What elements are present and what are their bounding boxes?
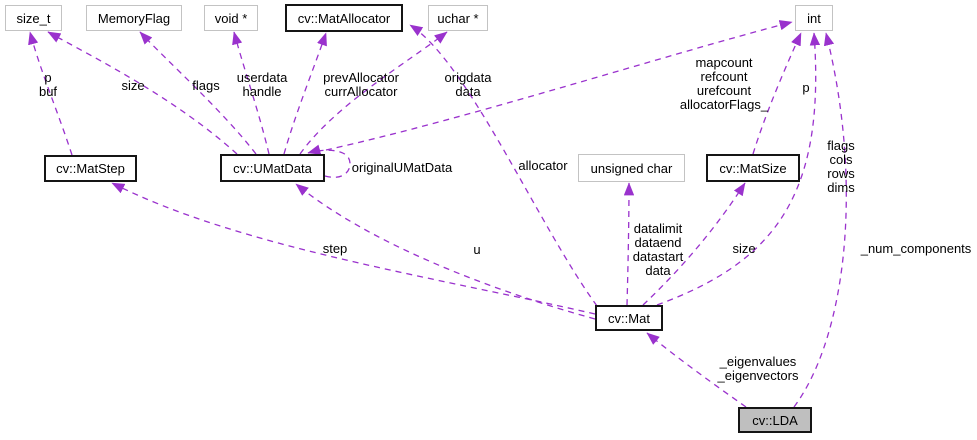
edge-label-u: u bbox=[473, 242, 481, 257]
edge-mat-to-umatdata bbox=[295, 183, 596, 320]
edge-lda-to-int bbox=[793, 32, 847, 408]
edge-mat-to-matstep bbox=[111, 182, 596, 315]
edge-umatdata-to-memoryflag bbox=[139, 31, 257, 155]
edge-label-origdata-data: origdata data bbox=[444, 70, 492, 99]
node-cv-umatdata[interactable]: cv::UMatData bbox=[220, 154, 325, 182]
node-uchar-ptr: uchar * bbox=[428, 5, 488, 31]
edge-label-size: size bbox=[121, 78, 145, 93]
edge-umatdata-to-int bbox=[325, 20, 793, 151]
edge-label-p: p bbox=[802, 80, 810, 95]
edge-mat-to-int bbox=[656, 32, 821, 306]
edge-label-step: step bbox=[322, 241, 348, 256]
node-cv-matsize[interactable]: cv::MatSize bbox=[706, 154, 800, 182]
edge-label-p-buf: p buf bbox=[38, 70, 58, 99]
node-cv-matstep[interactable]: cv::MatStep bbox=[44, 155, 137, 182]
node-cv-matallocator[interactable]: cv::MatAllocator bbox=[285, 4, 403, 32]
edge-umatdata-to-void-ptr bbox=[232, 31, 270, 155]
edge-umatdata-to-matallocator bbox=[283, 32, 327, 155]
edge-label-allocator: allocator bbox=[518, 158, 568, 173]
node-size-t: size_t bbox=[5, 5, 62, 31]
edge-label-original-umatdata: originalUMatData bbox=[351, 160, 453, 175]
edge-lda-to-mat bbox=[646, 332, 747, 408]
edge-umatdata-to-size-t bbox=[47, 31, 238, 155]
edge-label-eigenvalues-eigenvectors: _eigenvalues _eigenvectors bbox=[717, 354, 799, 383]
edge-label-num-components: _num_components bbox=[860, 241, 972, 256]
node-unsigned-char: unsigned char bbox=[578, 154, 685, 182]
edge-umatdata-to-uchar-ptr bbox=[299, 31, 448, 155]
node-cv-mat[interactable]: cv::Mat bbox=[595, 305, 663, 331]
node-int: int bbox=[795, 5, 833, 31]
edge-label-flags-cols-rows-dims: flags cols rows dims bbox=[827, 138, 855, 195]
edge-matstep-to-size-t bbox=[28, 31, 73, 156]
edge-label-datalimit-stack: datalimit dataend datastart data bbox=[632, 221, 684, 278]
edge-mat-to-matsize bbox=[642, 182, 746, 306]
edge-label-userdata-handle: userdata handle bbox=[236, 70, 288, 99]
edge-umatdata-self-loop bbox=[307, 144, 351, 178]
node-memoryflag: MemoryFlag bbox=[86, 5, 182, 31]
edge-label-prev-curr-allocator: prevAllocator currAllocator bbox=[323, 70, 399, 99]
edge-label-flags: flags bbox=[192, 78, 220, 93]
node-cv-lda: cv::LDA bbox=[738, 407, 812, 433]
edge-matsize-to-int bbox=[752, 32, 802, 155]
edge-label-size-matsize: size bbox=[732, 241, 756, 256]
edge-label-mapcount-refcount: mapcount refcount urefcount allocatorFla… bbox=[679, 55, 769, 112]
node-void-ptr: void * bbox=[204, 5, 258, 31]
edge-mat-to-unsigned-char bbox=[623, 182, 635, 306]
